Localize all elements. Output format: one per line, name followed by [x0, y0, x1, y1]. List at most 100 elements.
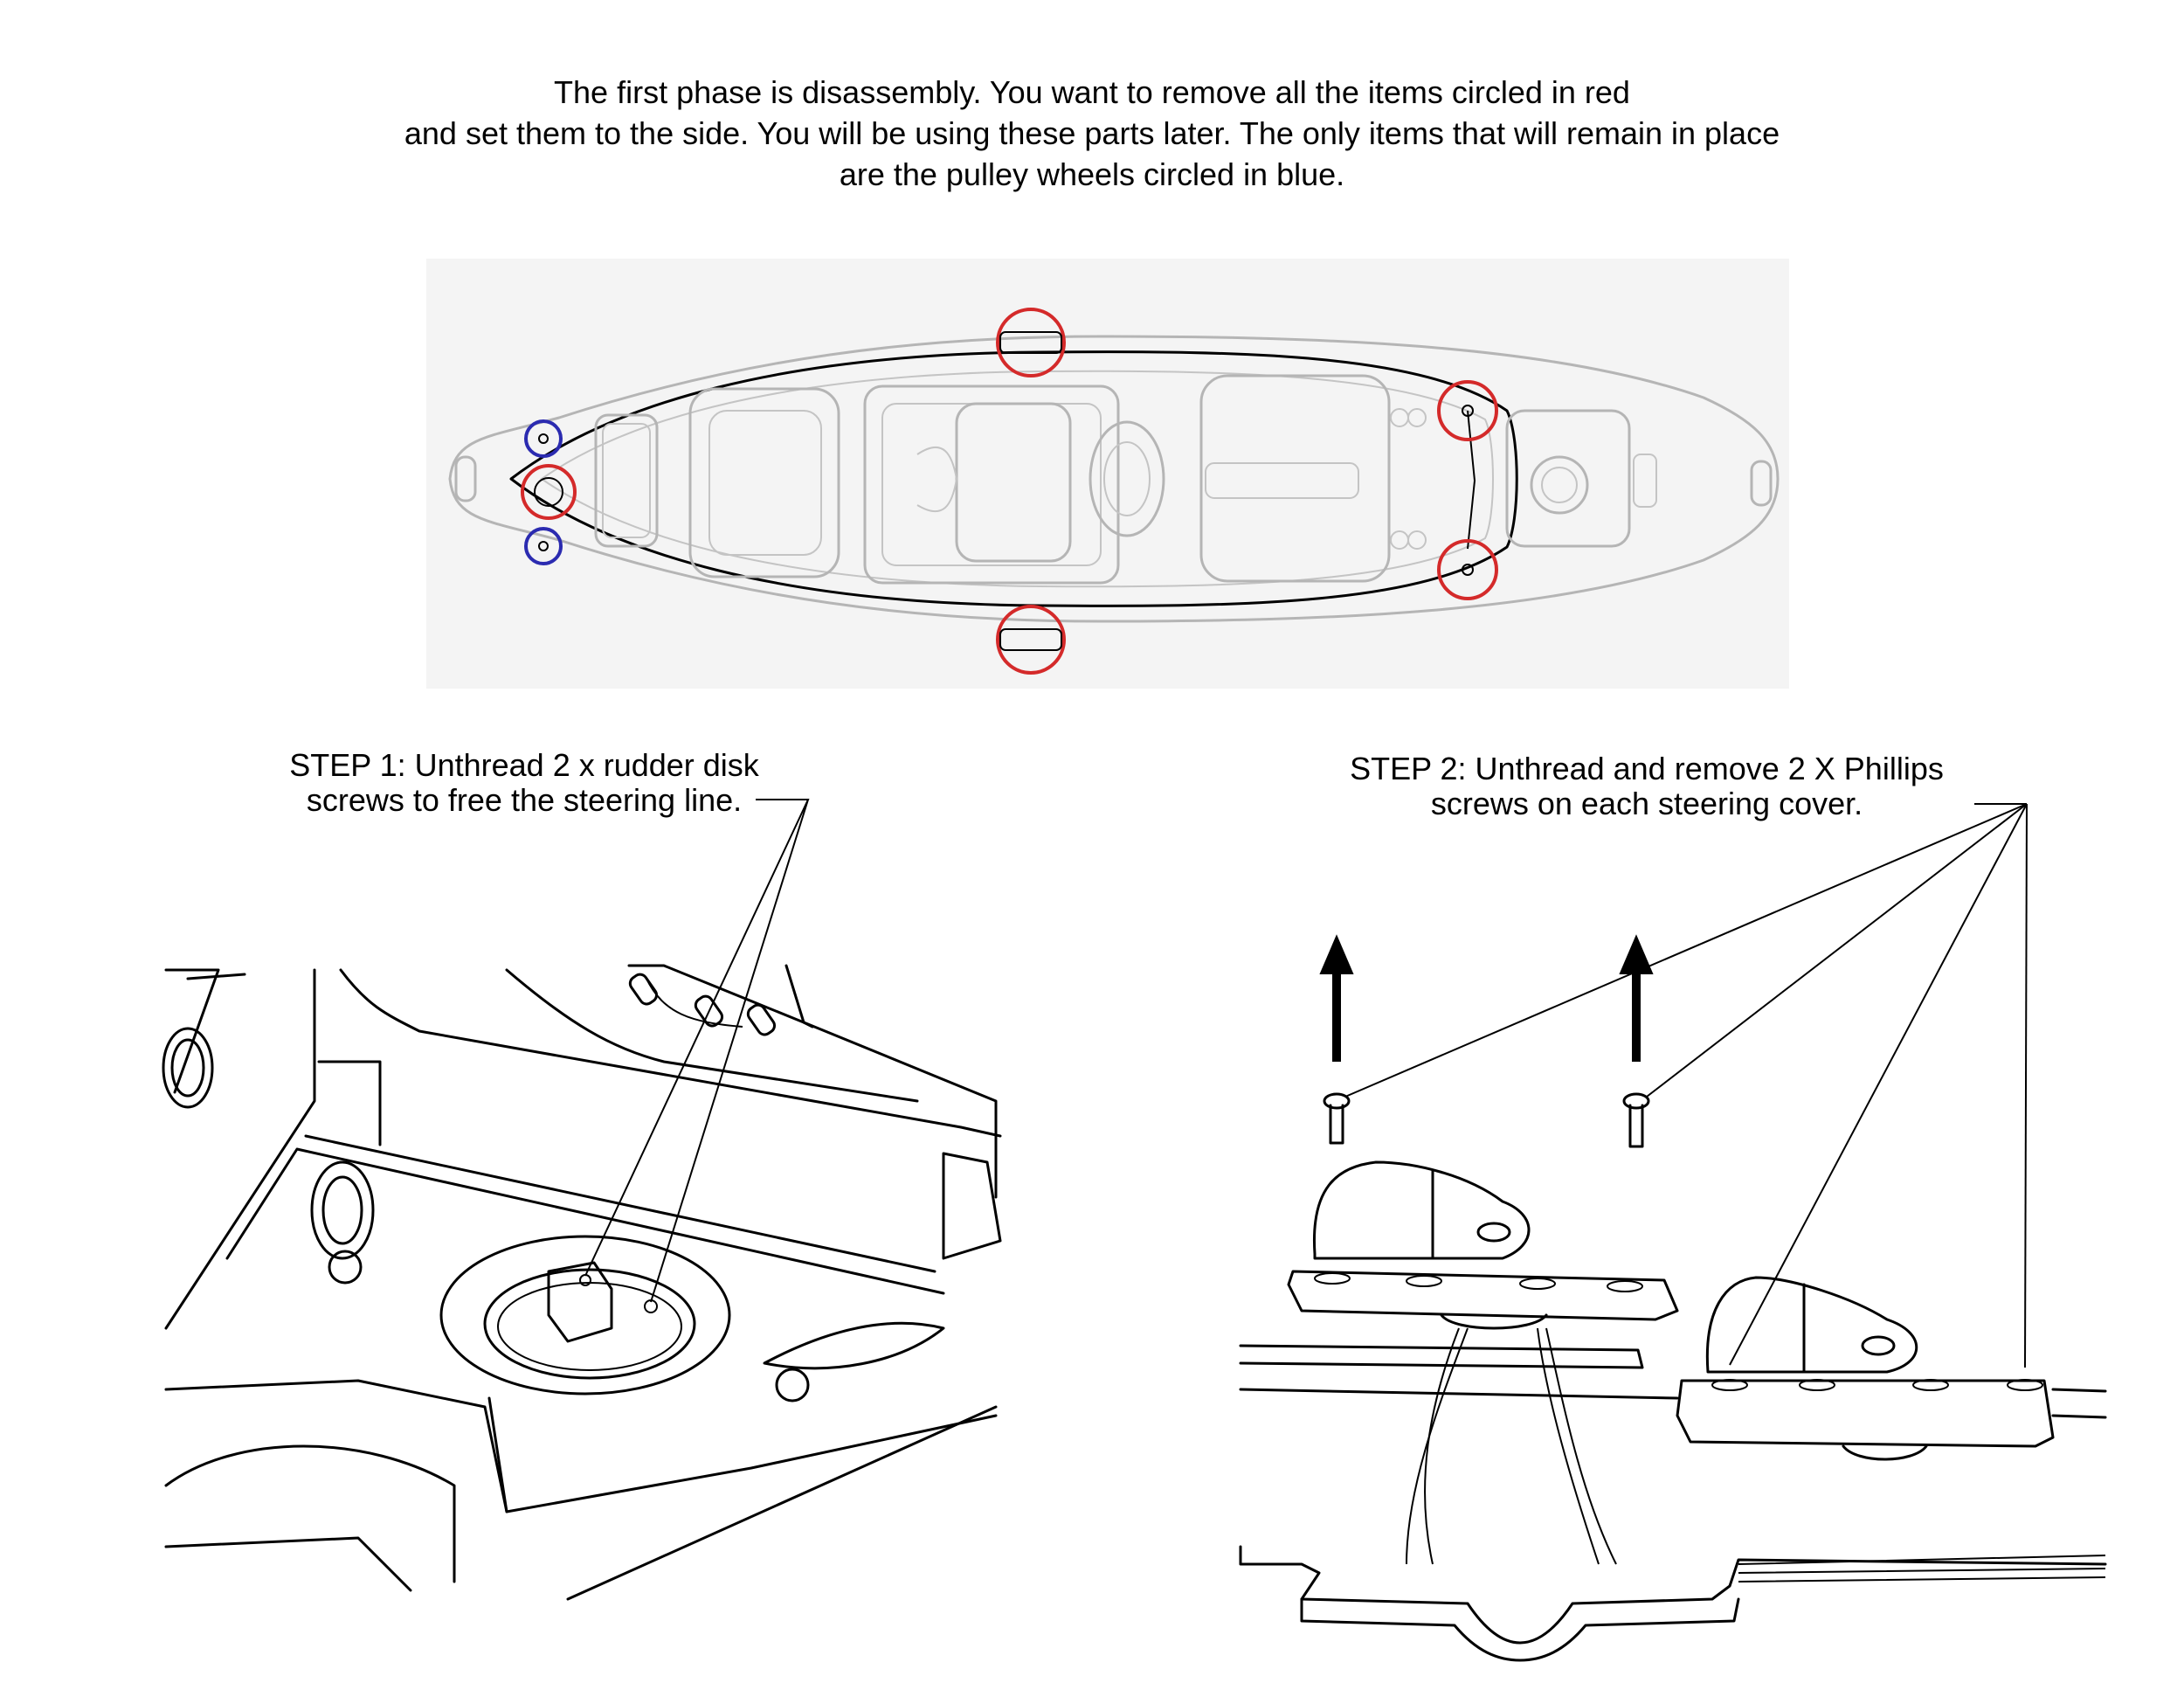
hull-crease: [566, 1405, 998, 1601]
step-1-line-2: screws to free the steering line.: [306, 782, 743, 818]
rear-tankwell: [1505, 409, 1631, 548]
front-hatch-inner: [602, 423, 651, 538]
gunwale-rail: [1239, 1388, 1679, 1400]
step-1-illustration: [162, 799, 1002, 1601]
steering-cover-1-hole: [1476, 1222, 1511, 1243]
intro-instructions: The first phase is disassembly. You want…: [218, 72, 1966, 195]
gunwale-rail: [2051, 1414, 2107, 1419]
step-1-label: STEP 1: Unthread 2 x rudder disk screws …: [253, 748, 795, 818]
pulley-wheel-top: [538, 433, 549, 444]
leader-line-screw-c: [1729, 803, 2028, 1366]
center-hatch: [1089, 420, 1165, 537]
rudder-disk-screw: [579, 1274, 591, 1286]
steering-cable: [1545, 1327, 1617, 1565]
cockpit-rim: [509, 350, 1518, 607]
arrow-up-icon: [1619, 934, 1654, 1062]
rim-block: [317, 1060, 382, 1146]
stern-handle-mount: [1633, 454, 1657, 508]
step-2-label: STEP 2: Unthread and remove 2 X Phillips…: [1319, 751, 1974, 821]
steering-cable: [1424, 1327, 1460, 1565]
cable-run: [646, 978, 743, 1028]
intro-line-3: are the pulley wheels circled in blue.: [839, 156, 1345, 192]
cable-clip: [746, 1003, 777, 1036]
drain-hole: [1407, 408, 1427, 427]
steering-cable: [1537, 1327, 1600, 1565]
base-screw-hole: [1711, 1379, 1748, 1391]
pedal-drive-well: [1199, 374, 1391, 583]
rear-guide-top: [1462, 405, 1474, 417]
base-screw-hole: [1912, 1379, 1949, 1391]
center-hatch-inner: [1103, 441, 1151, 516]
seat-frame: [863, 384, 1120, 585]
rudder-disk-plate: [483, 1268, 696, 1380]
storage-pocket: [763, 1321, 945, 1370]
leader-line-screw-2: [650, 799, 809, 1303]
step-2-illustration: [1239, 803, 2107, 1662]
rear-wall-seam: [784, 964, 814, 1028]
base-screw-hole: [2007, 1379, 2043, 1391]
deck-edge: [164, 968, 220, 1094]
rudder-disk-screw: [644, 1299, 658, 1313]
front-storage-edge: [164, 1379, 508, 1513]
rear-logo-hatch-inner: [1541, 467, 1578, 503]
deck-loop: [310, 1160, 375, 1260]
cable-clip: [694, 994, 724, 1028]
front-well: [688, 387, 840, 578]
base-boss-1: [1440, 1313, 1548, 1330]
seat-back: [916, 446, 958, 513]
deck-loop-inner: [321, 1175, 363, 1245]
leader-line-screw-a: [1344, 803, 2028, 1098]
phillips-screw-icon: [1323, 1092, 1351, 1145]
gunwale-rail: [2051, 1388, 2107, 1393]
steering-base-1: [1287, 1270, 1679, 1321]
base-boss-2: [1842, 1444, 1928, 1461]
steering-cover-bottom: [999, 628, 1062, 651]
rear-logo-hatch: [1530, 455, 1589, 515]
rear-wall: [627, 964, 998, 1199]
remove-circle-rear-guide-top: [1437, 380, 1498, 441]
kayak-overview: [426, 259, 1789, 689]
seat-edge: [505, 968, 919, 1103]
steering-cover-2: [1705, 1276, 1918, 1374]
side-grip-inner: [170, 1038, 205, 1098]
gunwale-rail: [1239, 1344, 1644, 1369]
base-screw-hole: [1314, 1272, 1351, 1285]
steering-cable: [1406, 1327, 1469, 1565]
remove-circle-rear-guide-bottom: [1437, 539, 1498, 600]
floor-front-edge: [304, 1134, 936, 1273]
hull-wall: [164, 968, 316, 1330]
side-grip: [162, 1027, 214, 1109]
inner-deck-outline: [540, 370, 1494, 588]
base-screw-hole: [1607, 1280, 1643, 1292]
deck-bolt: [775, 1368, 810, 1402]
intro-line-2: and set them to the side. You will be us…: [404, 115, 1780, 151]
step-2-line-2: screws on each steering cover.: [1430, 786, 1863, 821]
step-1-line-1: STEP 1: Unthread 2 x rudder disk: [289, 747, 759, 783]
drain-hole: [1407, 530, 1427, 550]
keep-circle-pulley-top: [524, 419, 563, 458]
front-storage-inner: [164, 1536, 412, 1592]
kayak-hull-outline: [448, 335, 1780, 623]
floor-panel: [487, 1396, 998, 1513]
phillips-screw-icon: [1622, 1092, 1650, 1148]
remove-circle-steering-cover-bottom: [996, 605, 1066, 675]
pedal-drive: [1205, 462, 1359, 499]
bow-handle: [454, 455, 477, 502]
front-storage-lid: [164, 1444, 456, 1583]
hull-bottom-channel: [1239, 1545, 2107, 1645]
rudder-disk-ring: [497, 1282, 682, 1371]
cable-clip: [628, 973, 659, 1006]
steering-cover-2-hole: [1861, 1335, 1896, 1356]
rear-bracket: [942, 1152, 1002, 1260]
leader-line-screw-d: [2024, 803, 2028, 1368]
leader-line-screw-b: [1646, 803, 2028, 1098]
steering-cover-1: [1312, 1160, 1531, 1260]
rudder-disk: [534, 477, 563, 507]
remove-circle-rudder-disk: [521, 464, 577, 520]
hatch-recess: [439, 1235, 731, 1396]
remove-circle-steering-cover-top: [996, 308, 1066, 377]
steering-cover-top: [999, 331, 1062, 354]
rudder-disk-housing: [547, 1261, 613, 1343]
hull-bottom-rails: [1738, 1555, 2106, 1583]
